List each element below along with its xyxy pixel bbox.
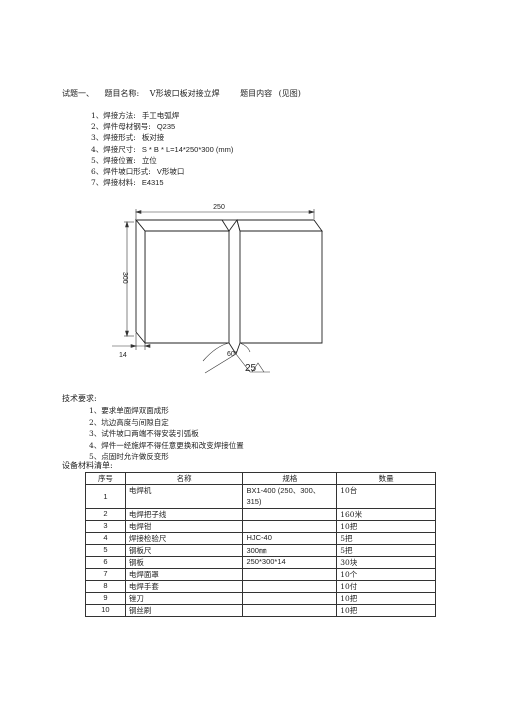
requirements-list: 1、要求单面焊双面成形 2、坑边高度与间隙自定 3、试件坡口两端不得安装引弧板 … [89, 405, 244, 463]
exam-title-line: 试题一、 题目名称: V形坡口板对接立焊 题目内容 (见图) [62, 88, 309, 99]
dimension-height-label: 300 [121, 272, 128, 284]
dimension-angle-label: 60° [227, 350, 238, 358]
materials-table: 序号 名称 规格 数量 1 电焊机 BX1-400 (250、300、315) … [85, 472, 436, 617]
info-item: 1、焊接方法:手工电弧焊 [91, 111, 180, 120]
dimension-thickness-label: 14 [119, 352, 127, 359]
left-plate-top [135, 219, 230, 232]
left-plate-front [144, 230, 230, 344]
info-item: 6、焊件坡口形式:V形坡口 [91, 167, 185, 177]
requirement-item: 3、试件坡口两端不得安装引弧板 [89, 429, 199, 438]
exam-number: 试题一、 [62, 89, 94, 98]
requirement-item: 5、点固时允许做反变形 [89, 452, 169, 461]
left-plate-side [135, 218, 146, 345]
right-plate-top [236, 219, 323, 232]
welding-info-list: 1、焊接方法:手工电弧焊 2、焊件母材钢号:Q235 3、焊接形式:板对接 4、… [91, 110, 233, 188]
requirements-heading: 技术要求: [62, 394, 97, 403]
right-plate-front [239, 230, 323, 344]
column-header: 数量 [336, 472, 436, 485]
title-name-label: 题目名称: [104, 89, 140, 98]
requirement-item: 4、焊件一经施焊不得任意更换和改变焊接位置 [89, 440, 244, 450]
info-item: 2、焊件母材钢号:Q235 [91, 122, 176, 132]
table-row: 1 电焊机 BX1-400 (250、300、315) 10台 [85, 484, 436, 509]
info-item: 7、焊接材料:E4315 [91, 178, 164, 188]
weld-symbol-size-label: 25 [245, 363, 257, 374]
column-header: 序号 [85, 472, 126, 485]
table-header-row: 序号 名称 规格 数量 [85, 472, 436, 485]
title-content-value: (见图) [278, 89, 301, 98]
column-header: 名称 [124, 472, 244, 485]
requirement-item: 2、坑边高度与间隙自定 [89, 417, 169, 427]
materials-heading: 设备材料清单: [62, 461, 113, 470]
requirement-item: 1、要求单面焊双面成形 [89, 406, 169, 415]
dimension-width-label: 250 [213, 204, 225, 211]
column-header: 规格 [242, 472, 338, 485]
info-item: 3、焊接形式:板对接 [91, 133, 165, 143]
info-item: 5、焊接位置:立位 [91, 155, 157, 165]
title-name-value: V形坡口板对接立焊 [149, 89, 220, 98]
info-item: 4、焊接尺寸:S * B * L=14*250*300 (mm) [91, 144, 234, 154]
title-content-label: 题目内容 [240, 89, 273, 98]
